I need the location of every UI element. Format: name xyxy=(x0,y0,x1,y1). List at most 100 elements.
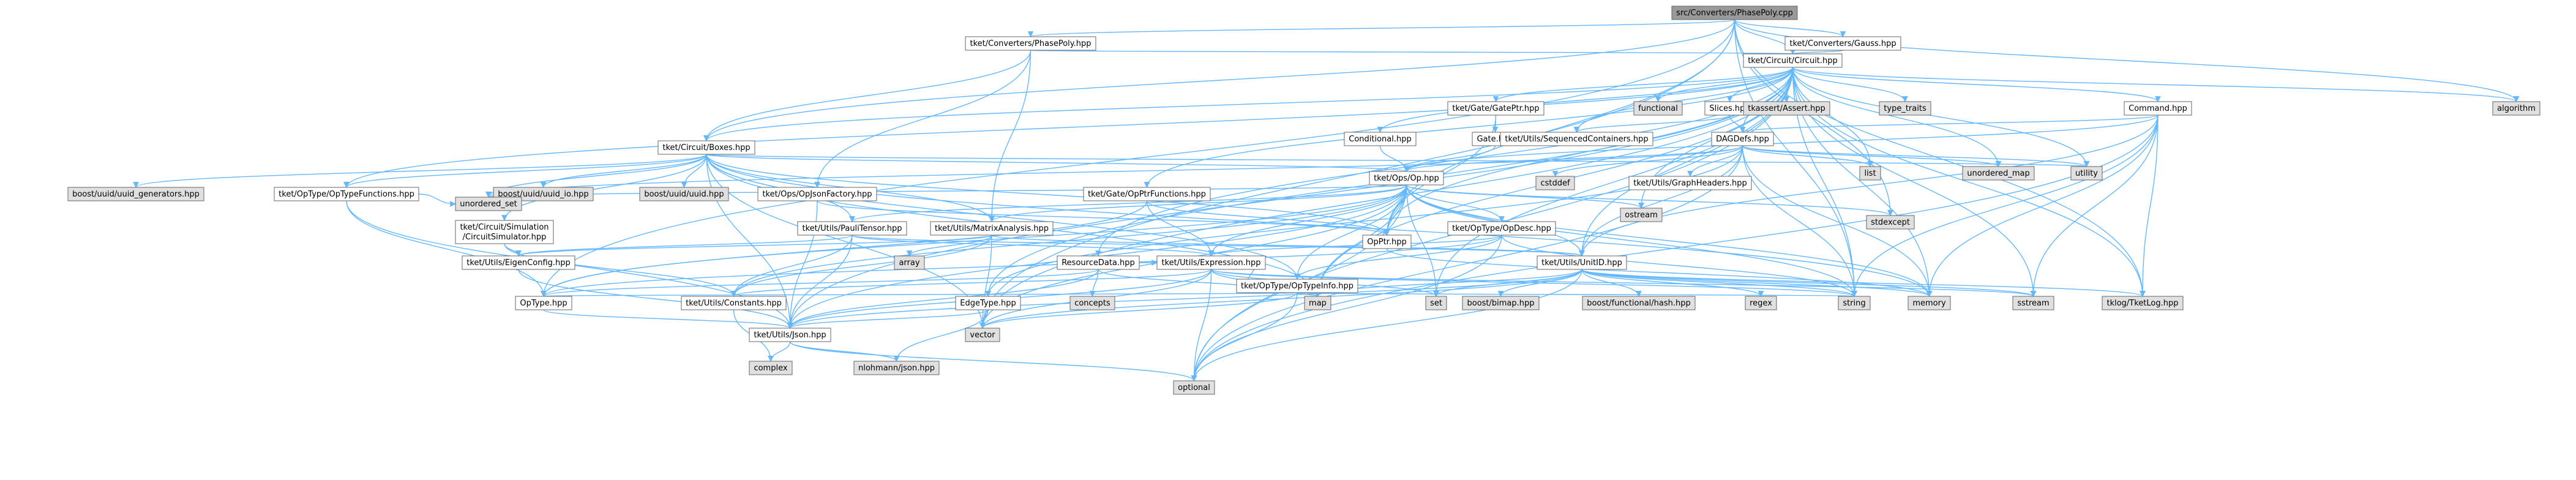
node-box xyxy=(1866,215,1915,230)
node-vector[interactable]: vector xyxy=(965,328,1000,342)
node-optional[interactable]: optional xyxy=(1173,380,1215,395)
node-ophpp[interactable]: tket/Ops/Op.hpp xyxy=(1369,171,1444,186)
node-matrixanalysis[interactable]: tket/Utils/MatrixAnalysis.hpp xyxy=(930,221,1054,236)
node-cstddef[interactable]: cstddef xyxy=(1535,176,1575,190)
node-label: tket/Circuit/Boxes.hpp xyxy=(662,143,750,152)
node-opptrfunc[interactable]: tket/Gate/OpPtrFunctions.hpp xyxy=(1083,187,1211,201)
node-complex[interactable]: complex xyxy=(749,361,793,375)
node-expression[interactable]: tket/Utils/Expression.hpp xyxy=(1156,255,1266,270)
node-functional[interactable]: functional xyxy=(1633,101,1683,116)
edge-json-to-optional xyxy=(789,341,1197,381)
node-box xyxy=(1447,101,1544,116)
node-set[interactable]: set xyxy=(1425,296,1447,310)
node-uuidgen[interactable]: boost/uuid/uuid_generators.hpp xyxy=(67,187,204,201)
node-box xyxy=(1743,53,1843,68)
node-array[interactable]: array xyxy=(894,255,925,270)
node-label: ostream xyxy=(1625,211,1658,220)
node-tkassert[interactable]: tkassert/Assert.hpp xyxy=(1743,101,1830,116)
node-command[interactable]: Command.hpp xyxy=(2124,101,2192,116)
node-edgetype[interactable]: EdgeType.hpp xyxy=(955,296,1021,310)
node-optype[interactable]: OpType.hpp xyxy=(515,296,572,310)
node-label: boost/functional/hash.hpp xyxy=(1587,299,1691,308)
node-label: tket/Ops/OpJsonFactory.hpp xyxy=(762,190,872,199)
node-label: tklog/TketLog.hpp xyxy=(2106,299,2178,308)
edge-root-to-string xyxy=(1734,19,1857,297)
node-uuid[interactable]: boost/uuid/uuid.hpp xyxy=(639,187,729,201)
edge-edgetype-to-nlohmann xyxy=(893,309,989,362)
edge-ophpp-to-optypeinfo xyxy=(1294,184,1407,280)
edge-dagdefs-to-unorderedmap xyxy=(1742,145,2002,167)
node-box xyxy=(455,197,522,211)
node-stdexcept[interactable]: stdexcept xyxy=(1866,215,1915,230)
node-optypefunc[interactable]: tket/OpType/OpTypeFunctions.hpp xyxy=(274,187,419,201)
node-nlohmann[interactable]: nlohmann/json.hpp xyxy=(853,361,940,375)
edge-expression-to-optional xyxy=(1191,269,1212,381)
node-label: tket/Utils/EigenConfig.hpp xyxy=(466,258,571,268)
edge-circuit-to-typetraits xyxy=(1792,67,1908,102)
node-circuit[interactable]: tket/Circuit/Circuit.hpp xyxy=(1743,53,1843,68)
node-typetraits[interactable]: type_traits xyxy=(1879,101,1931,116)
node-algorithm[interactable]: algorithm xyxy=(2492,101,2540,116)
node-string[interactable]: string xyxy=(1838,296,1871,310)
node-graphheaders[interactable]: tket/Utils/GraphHeaders.hpp xyxy=(1628,176,1752,190)
node-unorderedmap[interactable]: unordered_map xyxy=(1962,166,2035,181)
node-box xyxy=(462,255,575,270)
node-constants[interactable]: tket/Utils/Constants.hpp xyxy=(681,296,787,310)
node-phasepolyhpp[interactable]: tket/Converters/PhasePoly.hpp xyxy=(965,36,1096,51)
node-conditional[interactable]: Conditional.hpp xyxy=(1344,132,1417,146)
node-box xyxy=(1057,255,1140,270)
node-root[interactable]: src/Converters/PhasePoly.cpp xyxy=(1671,6,1798,20)
node-gateptr[interactable]: tket/Gate/GatePtr.hpp xyxy=(1447,101,1544,116)
node-optypeinfo[interactable]: tket/OpType/OpTypeInfo.hpp xyxy=(1236,279,1358,293)
node-dagdefs[interactable]: DAGDefs.hpp xyxy=(1711,132,1774,146)
edge-ophpp-to-optypedesc xyxy=(1406,184,1505,222)
node-boxes[interactable]: tket/Circuit/Boxes.hpp xyxy=(657,140,755,155)
edge-circuit-to-functional xyxy=(1655,67,1794,102)
node-json[interactable]: tket/Utils/Json.hpp xyxy=(749,328,831,342)
node-eigenconfig[interactable]: tket/Utils/EigenConfig.hpp xyxy=(462,255,575,270)
node-box xyxy=(853,361,940,375)
node-circsim[interactable]: tket/Circuit/Simulation/CircuitSimulator… xyxy=(455,220,554,244)
node-box xyxy=(757,187,877,201)
node-unitid[interactable]: tket/Utils/UnitID.hpp xyxy=(1537,255,1627,270)
node-box xyxy=(1069,296,1115,310)
node-box xyxy=(2492,101,2540,116)
node-tklog[interactable]: tklog/TketLog.hpp xyxy=(2102,296,2184,310)
node-boostbimap[interactable]: boost/bimap.hpp xyxy=(1462,296,1540,310)
node-gauss[interactable]: tket/Converters/Gauss.hpp xyxy=(1784,36,1901,51)
node-box xyxy=(639,187,729,201)
node-unorderedset[interactable]: unordered_set xyxy=(455,197,522,211)
node-paulitensor[interactable]: tket/Utils/PauliTensor.hpp xyxy=(797,221,907,236)
node-optypedesc[interactable]: tket/OpType/OpDesc.hpp xyxy=(1447,221,1556,236)
node-resourcedata[interactable]: ResourceData.hpp xyxy=(1057,255,1140,270)
node-concepts[interactable]: concepts xyxy=(1069,296,1115,310)
edge-optypefunc-to-unorderedset xyxy=(418,193,456,207)
node-opjson[interactable]: tket/Ops/OpJsonFactory.hpp xyxy=(757,187,877,201)
node-slices[interactable]: Slices.hpp xyxy=(1704,101,1755,116)
edge-dagdefs-to-graphheaders xyxy=(1687,145,1743,177)
node-box xyxy=(1784,36,1901,51)
node-box xyxy=(749,361,793,375)
node-box xyxy=(67,187,204,201)
node-sstream[interactable]: sstream xyxy=(2012,296,2054,310)
edge-paulitensor-to-constants xyxy=(730,234,853,297)
node-list[interactable]: list xyxy=(1859,166,1881,181)
node-regex[interactable]: regex xyxy=(1745,296,1777,310)
node-memory[interactable]: memory xyxy=(1908,296,1951,310)
node-box xyxy=(1711,132,1774,146)
edge-circuit-to-json xyxy=(787,67,1794,329)
node-seqcont[interactable]: tket/Utils/SequencedContainers.hpp xyxy=(1500,132,1653,146)
node-label: tket/Converters/PhasePoly.hpp xyxy=(970,39,1091,48)
node-box xyxy=(894,255,925,270)
node-ostream[interactable]: ostream xyxy=(1620,208,1663,222)
node-boosthash[interactable]: boost/functional/hash.hpp xyxy=(1582,296,1696,310)
edge-circuit-to-gateptr xyxy=(1492,67,1794,102)
node-utility[interactable]: utility xyxy=(2070,166,2103,181)
node-map[interactable]: map xyxy=(1304,296,1331,310)
node-opptr[interactable]: OpPtr.hpp xyxy=(1362,234,1412,249)
edge-paulitensor-to-expression xyxy=(852,234,1215,257)
edge-circuit-to-algorithm xyxy=(1792,67,2520,102)
node-box xyxy=(2124,101,2192,116)
node-label: sstream xyxy=(2017,299,2049,308)
